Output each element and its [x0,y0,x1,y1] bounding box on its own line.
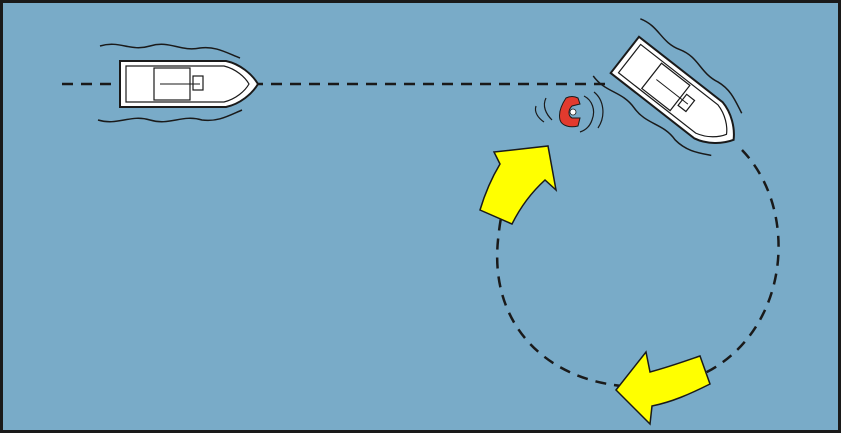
helm [193,76,203,90]
